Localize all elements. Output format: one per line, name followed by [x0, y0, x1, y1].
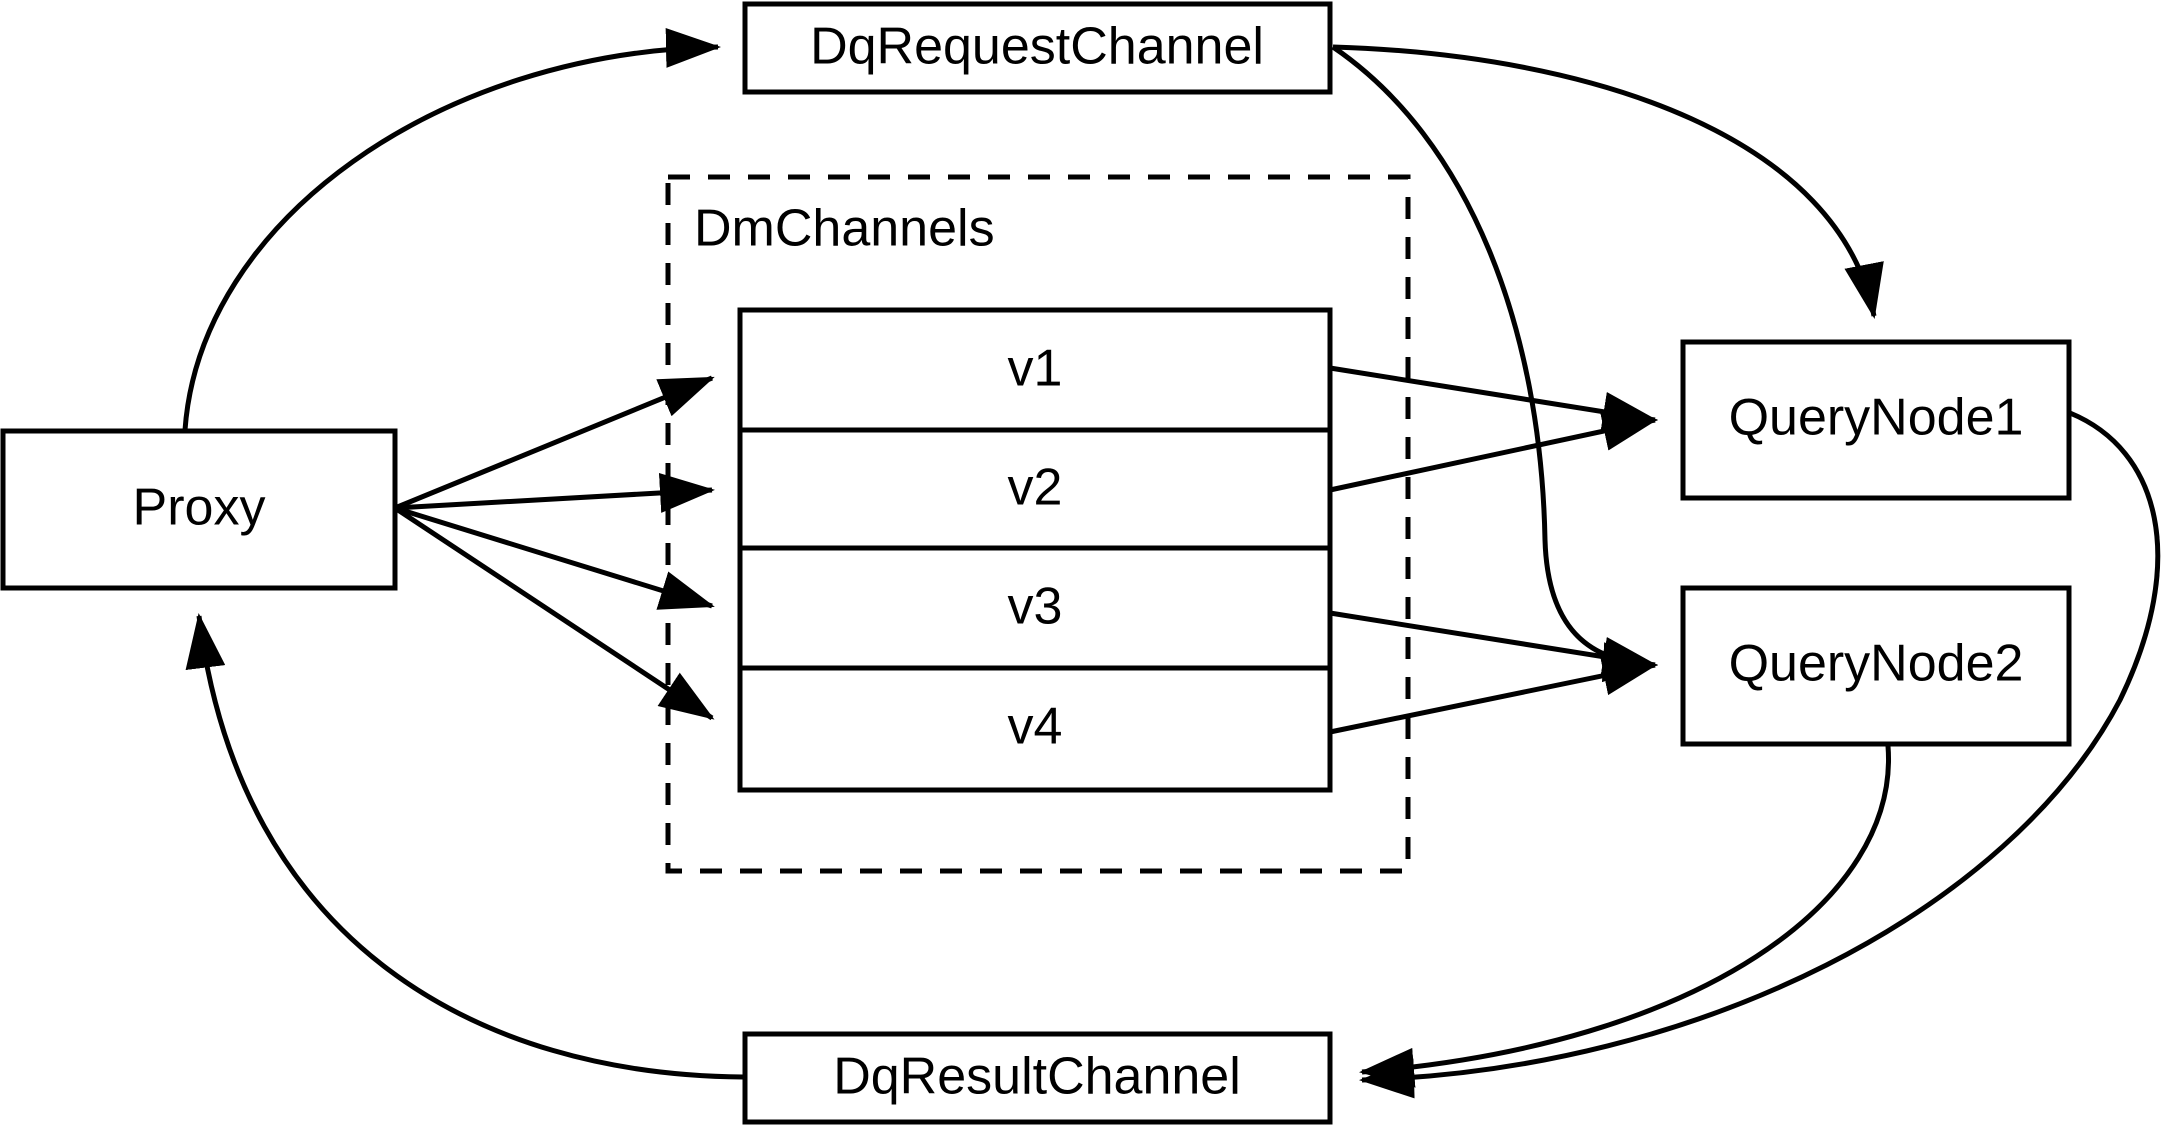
shard-label-v2: v2	[1008, 459, 1063, 517]
dmchannels-group-box	[665, 174, 1411, 874]
edge-proxy-to-shard-v3	[394, 505, 715, 610]
node-proxy-label: Proxy	[133, 479, 266, 537]
node-dqrequestchannel-label: DqRequestChannel	[810, 18, 1264, 76]
dmchannels-group-label: DmChannels	[694, 200, 995, 258]
node-dqrequestchannel[interactable]	[742, 1, 1333, 95]
node-dqresultchannel[interactable]	[742, 1031, 1333, 1125]
node-querynode1-label: QueryNode1	[1729, 389, 2024, 447]
node-querynode2[interactable]	[1680, 585, 2072, 747]
node-dqresultchannel-label: DqResultChannel	[833, 1048, 1241, 1106]
edge-dqresultchannel-to-proxy	[185, 613, 744, 1080]
edge-proxy-to-shard-v1	[394, 375, 715, 511]
edge-querynode2-to-dqresultchannel	[1359, 745, 1891, 1088]
edge-shard-v2-to-querynode1	[1329, 411, 1658, 493]
edge-shard-v4-to-querynode2	[1329, 655, 1658, 735]
edge-querynode1-to-dqresultchannel	[1359, 410, 2161, 1099]
node-proxy[interactable]	[0, 428, 398, 591]
node-querynode1[interactable]	[1680, 339, 2072, 501]
edge-proxy-to-shard-v4	[393, 505, 715, 721]
shard-label-v4: v4	[1008, 698, 1063, 756]
edge-shard-v3-to-querynode2	[1329, 610, 1658, 677]
node-querynode2-label: QueryNode2	[1729, 635, 2024, 693]
edge-dqrequestchannel-to-querynode2	[1331, 44, 1658, 683]
shard-label-v3: v3	[1008, 578, 1063, 636]
edge-dqrequestchannel-to-querynode1	[1332, 44, 1884, 319]
edge-proxy-to-shard-v2	[394, 472, 715, 513]
edge-proxy-to-dqrequestchannel	[182, 27, 721, 431]
edge-shard-v1-to-querynode1	[1329, 365, 1658, 432]
shard-label-v1: v1	[1008, 340, 1063, 398]
